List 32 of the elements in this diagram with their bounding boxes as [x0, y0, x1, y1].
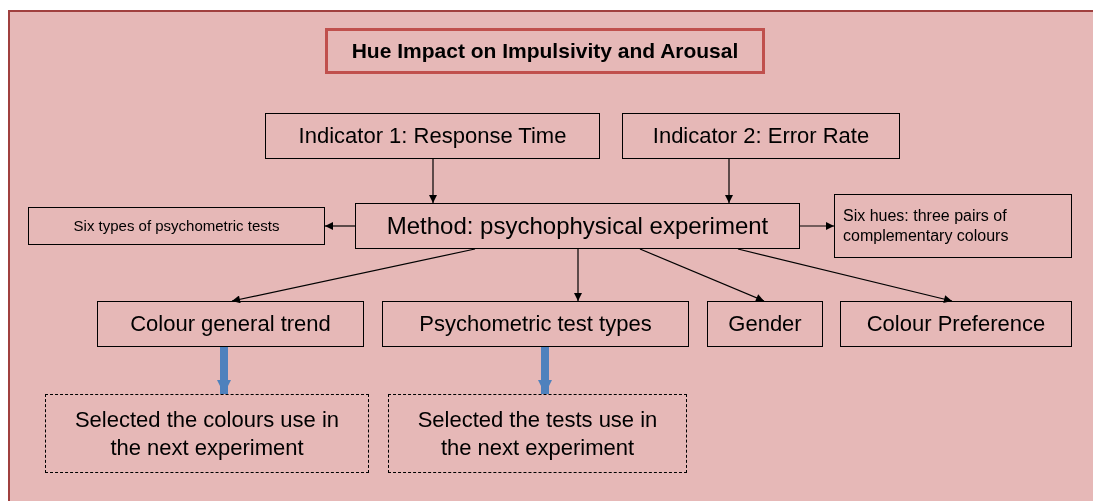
result-box — [388, 394, 687, 473]
box-label: Selected the tests use in the next experiment — [416, 406, 659, 461]
process-box — [707, 301, 823, 347]
arrow — [429, 158, 437, 204]
box-label: Selected the colours use in the next experiment — [73, 406, 341, 461]
process-box — [834, 194, 1072, 258]
process-box — [265, 113, 600, 159]
box-label: Colour general trend — [130, 310, 331, 338]
process-box — [840, 301, 1072, 347]
box-label: Six types of psychometric tests — [73, 216, 280, 236]
title-box — [325, 28, 765, 74]
process-box — [97, 301, 364, 347]
box-label: Psychometric test types — [419, 310, 652, 338]
box-label: Six hues: three pairs of complementary colours — [843, 206, 1010, 246]
process-box — [355, 203, 800, 249]
arrow — [725, 158, 733, 204]
box-label: Method: psychophysical experiment — [386, 211, 769, 241]
box-label: Indicator 1: Response Time — [298, 122, 567, 150]
box-label: Gender — [728, 310, 802, 338]
box-label: Indicator 2: Error Rate — [652, 122, 870, 150]
process-box — [382, 301, 689, 347]
arrow — [737, 248, 953, 303]
result-box — [45, 394, 369, 473]
arrow — [231, 248, 476, 304]
box-label: Colour Preference — [866, 310, 1046, 338]
process-box — [28, 207, 325, 245]
arrow — [324, 222, 356, 230]
box-label: Hue Impact on Impulsivity and Arousal — [351, 37, 739, 64]
arrow — [574, 248, 582, 302]
process-box — [622, 113, 900, 159]
arrow — [639, 248, 765, 302]
arrow — [799, 222, 835, 230]
